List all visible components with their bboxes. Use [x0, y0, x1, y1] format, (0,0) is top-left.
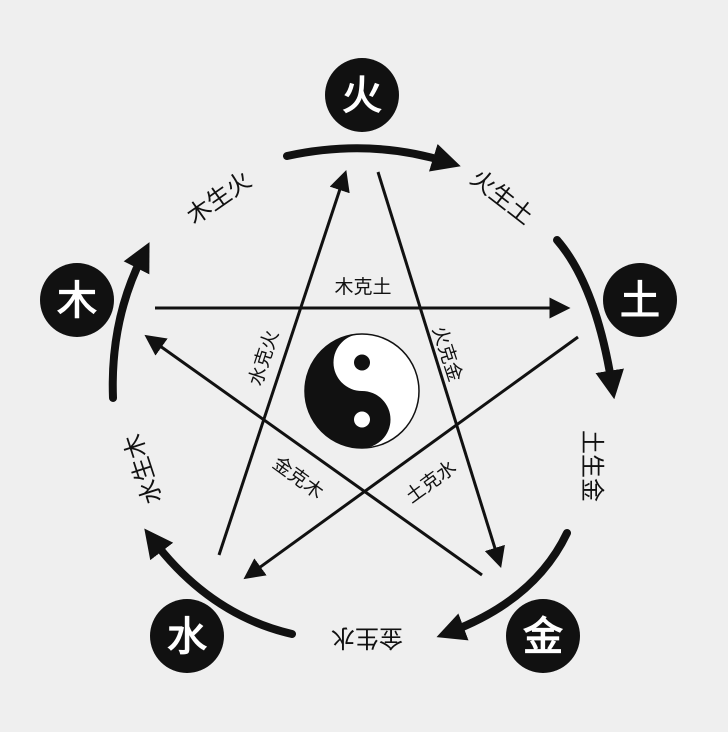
label-water-generates-wood: 水生木 — [119, 430, 168, 507]
node-label-wood: 木 — [57, 278, 97, 324]
label-fire-generates-earth: 火生土 — [465, 164, 539, 230]
arrow-metal-to-wood — [144, 334, 483, 577]
node-label-metal: 金 — [522, 614, 564, 660]
arc-water-to-wood — [144, 528, 296, 638]
node-water: 水 — [150, 599, 224, 673]
arc-earth-to-metal — [553, 236, 624, 400]
arrow-water-to-fire — [217, 170, 350, 556]
label-wood-generates-fire: 木生火 — [181, 166, 256, 230]
node-label-earth: 土 — [620, 278, 660, 324]
label-wood-controls-earth: 木克土 — [334, 276, 391, 298]
arrow-earth-to-water — [243, 335, 579, 580]
node-earth: 土 — [603, 263, 677, 337]
controlling-star — [144, 170, 579, 580]
arc-metal-to-water — [436, 529, 571, 641]
label-earth-generates-metal: 土生金 — [578, 430, 606, 502]
label-earth-controls-water: 土克水 — [401, 456, 460, 507]
node-fire: 火 — [325, 58, 399, 132]
yin-yang-icon — [304, 333, 420, 449]
arrow-fire-to-metal — [376, 171, 505, 569]
node-metal: 金 — [506, 599, 580, 673]
node-label-water: 水 — [167, 614, 208, 660]
generating-cycle — [108, 143, 624, 641]
arc-fire-to-earth — [283, 143, 461, 172]
arc-wood-to-fire — [108, 242, 150, 402]
node-wood: 木 — [40, 263, 114, 337]
label-metal-generates-water: 金生水 — [331, 624, 403, 652]
node-label-fire: 火 — [342, 73, 382, 119]
